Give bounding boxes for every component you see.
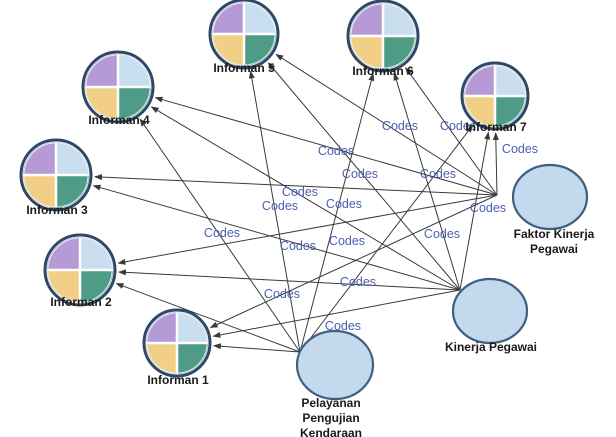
informant-label-2: Informan 2 bbox=[50, 295, 112, 309]
code-node-faktor[interactable] bbox=[511, 163, 589, 231]
edge-label: Codes bbox=[470, 201, 506, 215]
edge-faktor-to-inf4 bbox=[154, 96, 498, 196]
edge-faktor-to-inf7 bbox=[492, 132, 499, 196]
code-label-kinerja: Kinerja Pegawai bbox=[445, 340, 537, 354]
edge-label: Codes bbox=[282, 185, 318, 199]
edge-label: Codes bbox=[340, 275, 376, 289]
edge-label: Codes bbox=[424, 227, 460, 241]
code-label-line: Pelayanan bbox=[301, 396, 360, 410]
code-label-line: Kendaraan bbox=[300, 426, 362, 437]
edge-kinerja-to-inf4 bbox=[150, 106, 461, 291]
informant-node-6[interactable] bbox=[346, 0, 420, 73]
nodes-layer bbox=[19, 0, 589, 401]
code-label-line: Pengujian bbox=[302, 411, 359, 425]
edge-label: Codes bbox=[262, 199, 298, 213]
informant-label-4: Informan 4 bbox=[88, 113, 150, 127]
edge-faktor-to-inf6 bbox=[405, 66, 498, 196]
edge-kinerja-to-inf2 bbox=[117, 269, 461, 291]
edge-label: Codes bbox=[502, 142, 538, 156]
code-label-line: Faktor Kinerja bbox=[514, 227, 595, 241]
edge-label: Codes bbox=[382, 119, 418, 133]
informant-label-7: Informan 7 bbox=[465, 120, 527, 134]
code-label-line: Pegawai bbox=[530, 242, 578, 256]
edge-label: Codes bbox=[342, 167, 378, 181]
edge-pelayanan-to-inf6 bbox=[299, 72, 375, 353]
labels-layer: Informan 1 Informan 2 Informan 3 Informan 4… bbox=[26, 61, 594, 437]
edges-layer bbox=[92, 53, 499, 353]
edge-pelayanan-to-inf7 bbox=[299, 124, 474, 353]
informant-label-5: Informan 5 bbox=[213, 61, 275, 75]
edge-pelayanan-to-inf2 bbox=[115, 283, 301, 353]
informant-label-1: Informan 1 bbox=[147, 373, 209, 387]
informant-node-7[interactable] bbox=[460, 61, 530, 131]
edge-faktor-to-inf1 bbox=[209, 194, 498, 328]
informant-label-6: Informan 6 bbox=[352, 64, 414, 78]
edge-label: Codes bbox=[204, 226, 240, 240]
edge-pelayanan-to-inf4 bbox=[139, 118, 301, 353]
edge-pelayanan-to-inf1 bbox=[212, 343, 301, 353]
edge-faktor-to-inf5 bbox=[275, 53, 498, 196]
edge-kinerja-to-inf3 bbox=[92, 184, 461, 291]
edge-label: Codes bbox=[280, 239, 316, 253]
informant-node-5[interactable] bbox=[208, 0, 280, 70]
edge-kinerja-to-inf5 bbox=[267, 62, 461, 291]
informant-node-3[interactable] bbox=[19, 138, 93, 212]
edge-label: Codes bbox=[329, 234, 365, 248]
edge-label: Codes bbox=[326, 197, 362, 211]
edge-kinerja-to-inf7 bbox=[459, 131, 491, 291]
informant-label-3: Informan 3 bbox=[26, 203, 88, 217]
informant-node-2[interactable] bbox=[43, 233, 117, 307]
edge-label: Codes bbox=[420, 167, 456, 181]
informant-node-4[interactable] bbox=[81, 50, 155, 124]
code-label-line: Kinerja Pegawai bbox=[445, 340, 537, 354]
edge-faktor-to-inf2 bbox=[117, 194, 498, 265]
edge-kinerja-to-inf6 bbox=[393, 72, 461, 291]
edge-pelayanan-to-inf5 bbox=[248, 70, 301, 353]
code-node-kinerja[interactable] bbox=[451, 277, 529, 345]
edge-label: Codes bbox=[264, 287, 300, 301]
code-node-pelayanan[interactable] bbox=[295, 329, 375, 401]
edge-label: Codes bbox=[325, 319, 361, 333]
edge-label: Codes bbox=[318, 144, 354, 158]
informant-node-1[interactable] bbox=[142, 308, 212, 378]
edge-label: Codes bbox=[440, 119, 476, 133]
edge-kinerja-to-inf1 bbox=[212, 289, 461, 338]
